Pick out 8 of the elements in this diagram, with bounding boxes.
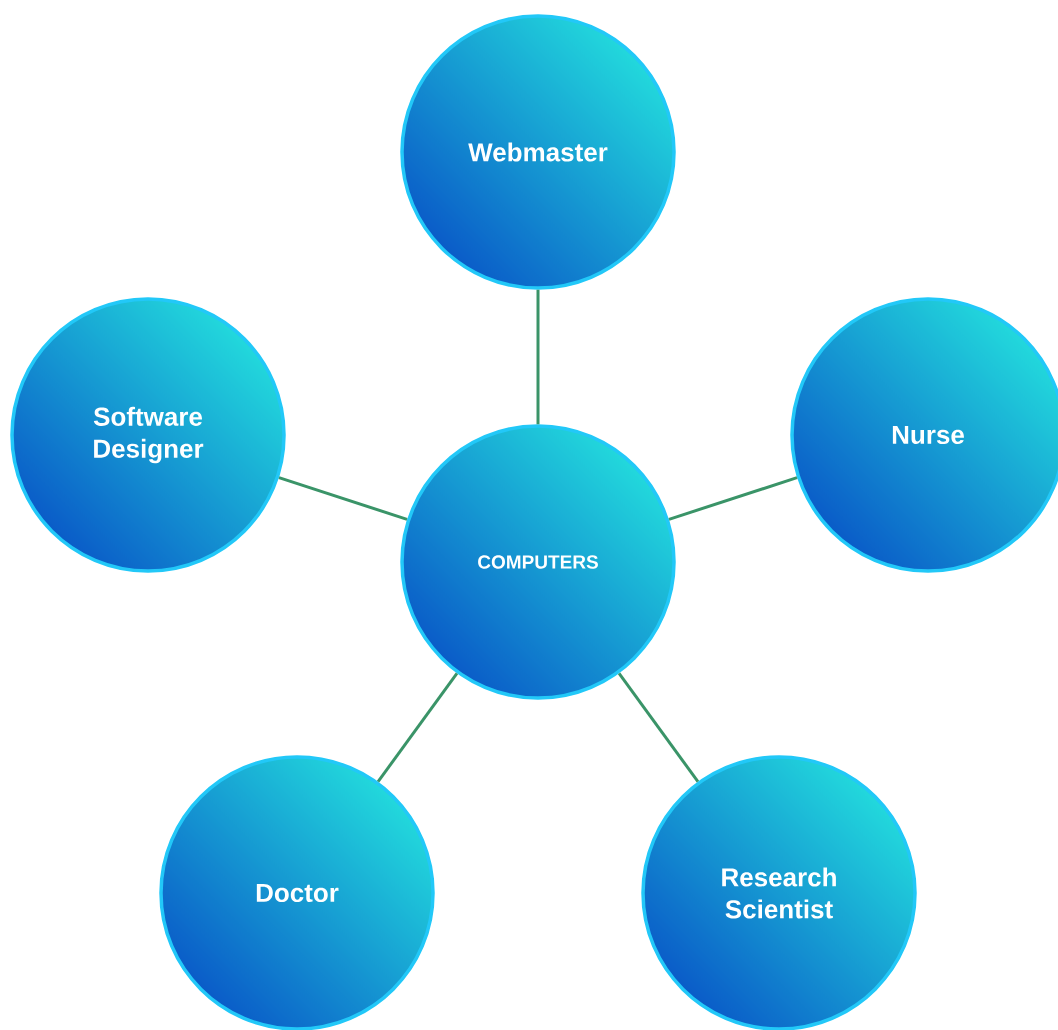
circle-node: Software Designer	[10, 297, 286, 573]
connector-line	[376, 672, 459, 783]
circle-node: Webmaster	[400, 14, 676, 290]
connector-line	[278, 476, 408, 521]
connector-line	[536, 289, 540, 425]
connector-line	[617, 672, 700, 783]
connector-line	[668, 476, 798, 521]
circle-node: COMPUTERS	[400, 424, 676, 700]
